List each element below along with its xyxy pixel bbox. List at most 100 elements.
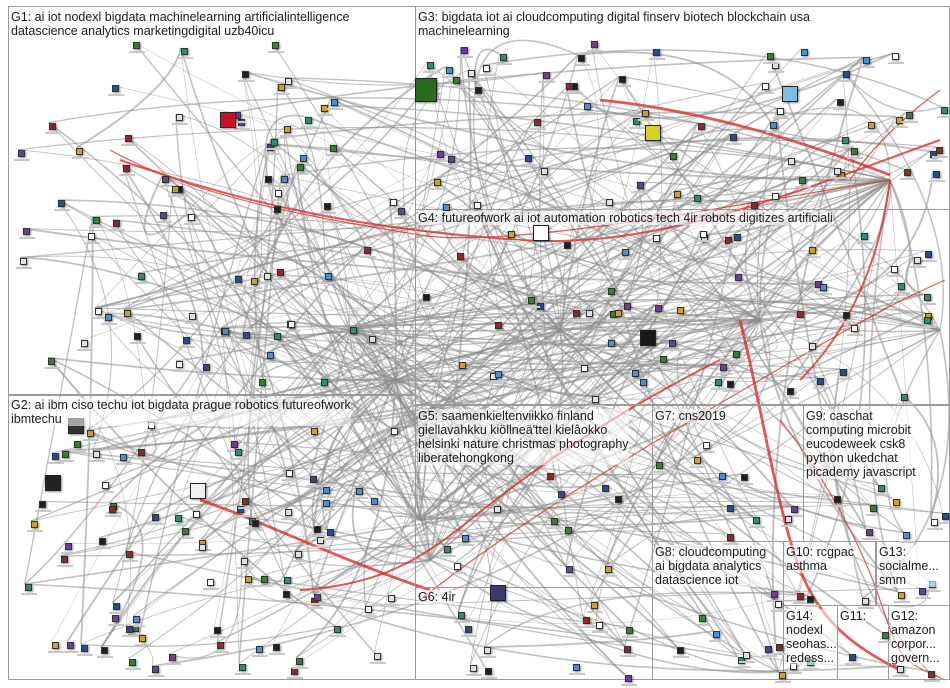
graph-node: [615, 496, 622, 503]
group-label-g12: G12: amazon corpor... govern...: [891, 609, 940, 665]
graph-node: [112, 85, 119, 92]
node-label-bar: [697, 244, 713, 246]
graph-node: [235, 276, 242, 283]
node-label-bar: [695, 624, 711, 626]
graph-node: [123, 165, 130, 172]
node-label-bar: [611, 319, 627, 321]
node-label-bar: [281, 518, 297, 520]
graph-node: [259, 379, 266, 386]
node-label-bar: [629, 127, 645, 129]
graph-node: [592, 396, 599, 403]
node-label-bar: [95, 547, 111, 549]
node-label-bar: [830, 505, 846, 507]
node-label-bar: [784, 167, 800, 169]
graph-node: [175, 515, 182, 522]
node-label-bar: [307, 607, 323, 609]
graph-node: [398, 208, 405, 215]
node-label-bar: [786, 672, 802, 674]
node-label-bar: [238, 80, 254, 82]
node-label-bar: [156, 221, 172, 223]
group-label-g8: G8: cloudcomputing ai bigdata analytics …: [655, 545, 766, 587]
graph-node: [851, 148, 858, 155]
node-label-bar: [723, 514, 739, 516]
graph-node: [933, 171, 940, 178]
graph-node-large: [190, 483, 206, 499]
node-label-bar: [134, 458, 150, 460]
graph-node: [771, 591, 778, 598]
node-label-bar: [723, 390, 739, 392]
graph-node: [508, 231, 515, 238]
graph-node: [809, 247, 816, 254]
graph-node: [239, 664, 246, 671]
node-label-bar: [108, 94, 124, 96]
node-label-bar: [524, 306, 540, 308]
node-label-bar: [587, 50, 603, 52]
graph-node: [87, 430, 94, 437]
node-label-bar: [665, 349, 681, 351]
graph-node: [369, 336, 376, 343]
graph-node: [868, 122, 875, 129]
node-label-bar: [109, 612, 125, 614]
node-label-bar: [894, 292, 910, 294]
graph-node: [660, 356, 667, 363]
node-label-bar: [419, 303, 435, 305]
graph-node: [713, 631, 720, 638]
node-label-bar: [122, 560, 138, 562]
node-label-bar: [638, 119, 654, 121]
node-label-bar: [864, 131, 880, 133]
graph-node: [296, 658, 303, 665]
node-label-bar: [731, 283, 747, 285]
node-label-bar: [57, 565, 73, 567]
node-label-bar: [231, 458, 247, 460]
node-label-bar: [699, 451, 715, 453]
node-label-bar: [129, 51, 145, 53]
graph-node: [840, 369, 847, 376]
graph-node-large: [640, 330, 656, 346]
node-label-bar: [673, 316, 689, 318]
group-label-g11: G11:: [840, 609, 866, 623]
node-label-bar: [649, 244, 665, 246]
node-label-bar: [235, 673, 251, 675]
node-label-bar: [234, 128, 250, 130]
graph-node: [606, 199, 613, 206]
graph-node: [924, 294, 931, 301]
graph-node: [241, 558, 248, 565]
node-label-bar: [61, 552, 77, 554]
node-label-bar: [587, 611, 603, 613]
graph-node: [101, 647, 108, 654]
node-label-bar: [54, 209, 70, 211]
graph-node: [677, 647, 684, 654]
node-label-bar: [116, 463, 132, 465]
node-label-bar: [715, 482, 731, 484]
graph-node: [566, 566, 573, 573]
graph-node: [775, 601, 782, 608]
graph-node: [820, 284, 827, 291]
node-label-bar: [580, 112, 596, 114]
graph-node: [551, 518, 558, 525]
node-label-bar: [734, 666, 750, 668]
graph-node: [152, 514, 159, 521]
graph-node: [584, 103, 591, 110]
graph-node: [23, 228, 30, 235]
group-label-g1: G1: ai iot nodexl bigdata machinelearnin…: [11, 10, 349, 38]
node-label-bar: [859, 66, 875, 68]
node-label-bar: [440, 555, 456, 557]
graph-node: [448, 156, 455, 163]
node-label-bar: [761, 655, 777, 657]
node-label-bar: [927, 528, 943, 530]
graph-node: [735, 274, 742, 281]
graph-node: [669, 340, 676, 347]
node-label-bar: [491, 331, 507, 333]
graph-node: [541, 168, 548, 175]
node-label-bar: [816, 293, 832, 295]
node-label-bar: [171, 524, 187, 526]
node-label-bar: [263, 361, 279, 363]
graph-node: [914, 257, 921, 264]
graph-node: [297, 164, 304, 171]
node-label-bar: [633, 191, 649, 193]
graph-node: [528, 297, 535, 304]
graph-node: [730, 134, 737, 141]
node-label-bar: [233, 515, 249, 517]
graph-node: [788, 158, 795, 165]
